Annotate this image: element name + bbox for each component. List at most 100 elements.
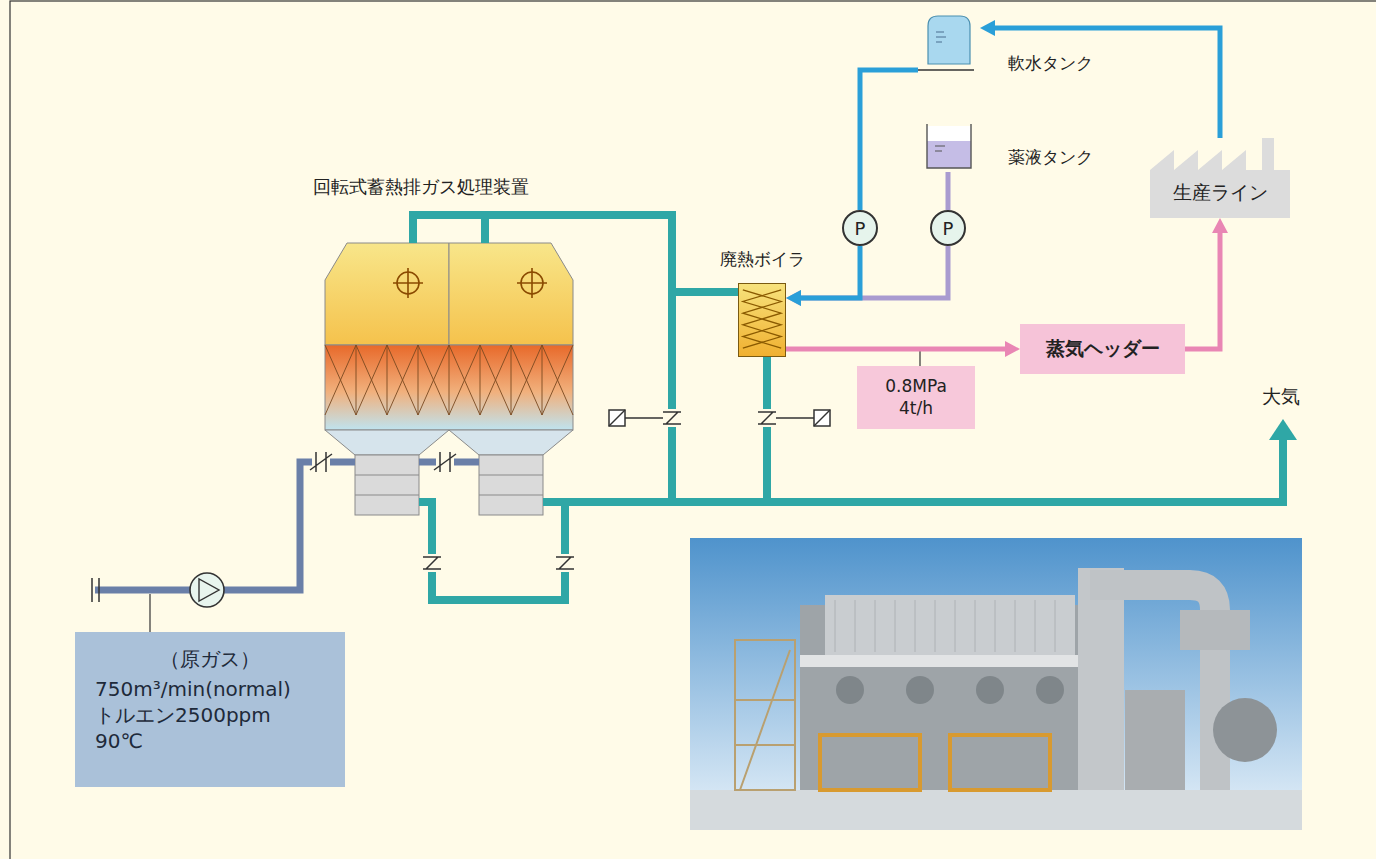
plant-photo — [1125, 690, 1185, 790]
chemical-tank-shape — [935, 146, 945, 151]
node-label: 0.8MPa — [885, 376, 947, 397]
pipe-line — [786, 347, 1008, 352]
frame — [10, 1, 1376, 859]
plant-photo — [1078, 568, 1124, 790]
exhaust-arrowhead — [1269, 419, 1297, 440]
text-group: 蒸気ヘッダー — [1046, 336, 1160, 362]
pipe-line — [860, 70, 918, 210]
water-tank-shape — [918, 69, 974, 71]
plant-photo — [690, 538, 1302, 830]
outlet-label: 大気 — [1262, 384, 1300, 410]
plant-photo — [1036, 676, 1064, 704]
gas-pipe — [95, 462, 479, 590]
node-label: 750m³/min(normal) — [95, 676, 325, 702]
exhaust-pipe — [419, 502, 565, 600]
node-label: 4t/h — [899, 398, 933, 419]
damper-symbol — [814, 410, 830, 426]
exhaust-arrowhead — [1269, 419, 1297, 440]
node-label: P — [943, 218, 954, 239]
plant-photo — [690, 790, 1302, 830]
gas-damper — [310, 452, 332, 472]
node-label: トルエン2500ppm — [95, 702, 325, 728]
text-group: 0.8MPa4t/h — [885, 376, 947, 419]
damper-symbol — [609, 410, 625, 426]
pump-circle: P — [842, 210, 878, 246]
text-group: P — [943, 218, 954, 239]
water-tank-shape — [918, 14, 980, 72]
node-label: 回転式蓄熱排ガス処理装置 — [313, 175, 529, 199]
pipe-connector — [786, 246, 948, 306]
frame — [10, 1, 1376, 859]
burner-symbol — [517, 268, 547, 298]
damper-symbol — [758, 412, 814, 424]
rto-unit — [325, 430, 449, 455]
text-group: P — [855, 218, 866, 239]
arrowhead — [1005, 341, 1020, 357]
plant-photo — [690, 538, 1302, 830]
plant-photo — [820, 735, 920, 790]
factory-shape — [1150, 138, 1290, 218]
damper-symbol — [424, 554, 440, 572]
node-label: 蒸気ヘッダー — [1046, 336, 1160, 362]
exhaust-pipe — [413, 215, 489, 243]
pipe-connector — [948, 172, 949, 210]
boiler-coil — [743, 290, 781, 348]
pipe-connector — [786, 341, 1020, 357]
water-tank-shape — [936, 32, 946, 42]
factory-box: 生産ライン — [1150, 138, 1290, 218]
node-label: 90℃ — [95, 728, 325, 754]
node-label: （原ガス） — [160, 646, 260, 672]
boiler-box: 廃熱ボイラ — [738, 283, 786, 357]
chemical-tank-shape — [927, 141, 971, 168]
fan-symbol — [199, 579, 219, 601]
pipe-line — [798, 246, 948, 298]
rto-unit — [325, 243, 449, 345]
gas-damper — [434, 452, 456, 472]
plant-photo — [1180, 610, 1250, 650]
plant-photo — [825, 595, 1075, 655]
gas-damper — [92, 578, 99, 602]
rto-unit — [355, 475, 543, 495]
pump-circle: P — [930, 210, 966, 246]
chemical-tank-shape — [927, 124, 971, 168]
plant-photo — [800, 655, 1080, 667]
node-label: P — [855, 218, 866, 239]
damper-symbol — [609, 410, 625, 426]
leader-line — [149, 594, 150, 632]
rto-unit — [325, 345, 573, 415]
pipe-line — [485, 215, 738, 292]
plant-photo — [950, 735, 1050, 790]
node-label: 廃熱ボイラ — [720, 248, 805, 271]
chemical-tank-shape — [927, 126, 971, 141]
gas-pipe — [95, 462, 355, 590]
gas-damper — [92, 452, 456, 602]
pipe-line — [1185, 230, 1220, 349]
rto-unit — [449, 430, 573, 455]
boiler-coil — [739, 284, 785, 356]
arrowhead — [980, 20, 995, 36]
steam-header-box: 蒸気ヘッダー — [1020, 324, 1185, 374]
exhaust-pipe — [668, 292, 676, 502]
damper-symbol — [557, 554, 573, 572]
text-group: （原ガス） 750m³/min(normal)トルエン2500ppm90℃ — [95, 646, 325, 754]
rto-unit — [325, 243, 573, 515]
chemical-tank-shape — [918, 122, 980, 172]
pipe-connector — [860, 70, 918, 210]
rto-unit — [355, 455, 419, 515]
arrowhead — [786, 290, 801, 306]
rto-unit: 回転式蓄熱排ガス処理装置 — [325, 243, 575, 515]
damper-symbol — [423, 557, 441, 569]
text-group: 生産ライン — [1150, 180, 1290, 206]
plant-photo — [735, 640, 795, 790]
gas-spec-box: （原ガス） 750m³/min(normal)トルエン2500ppm90℃ — [75, 632, 345, 787]
exhaust-pipe — [763, 357, 771, 502]
node-label: 軟水タンク — [1008, 52, 1093, 75]
water-tank-shape — [928, 16, 970, 64]
arrowhead — [1212, 218, 1228, 233]
plant-photo — [1213, 698, 1277, 762]
rto-unit — [449, 243, 573, 345]
fan-symbol — [190, 573, 224, 607]
pipe-line — [798, 246, 860, 298]
boiler-coil — [743, 290, 781, 348]
factory-shape — [1150, 138, 1290, 218]
